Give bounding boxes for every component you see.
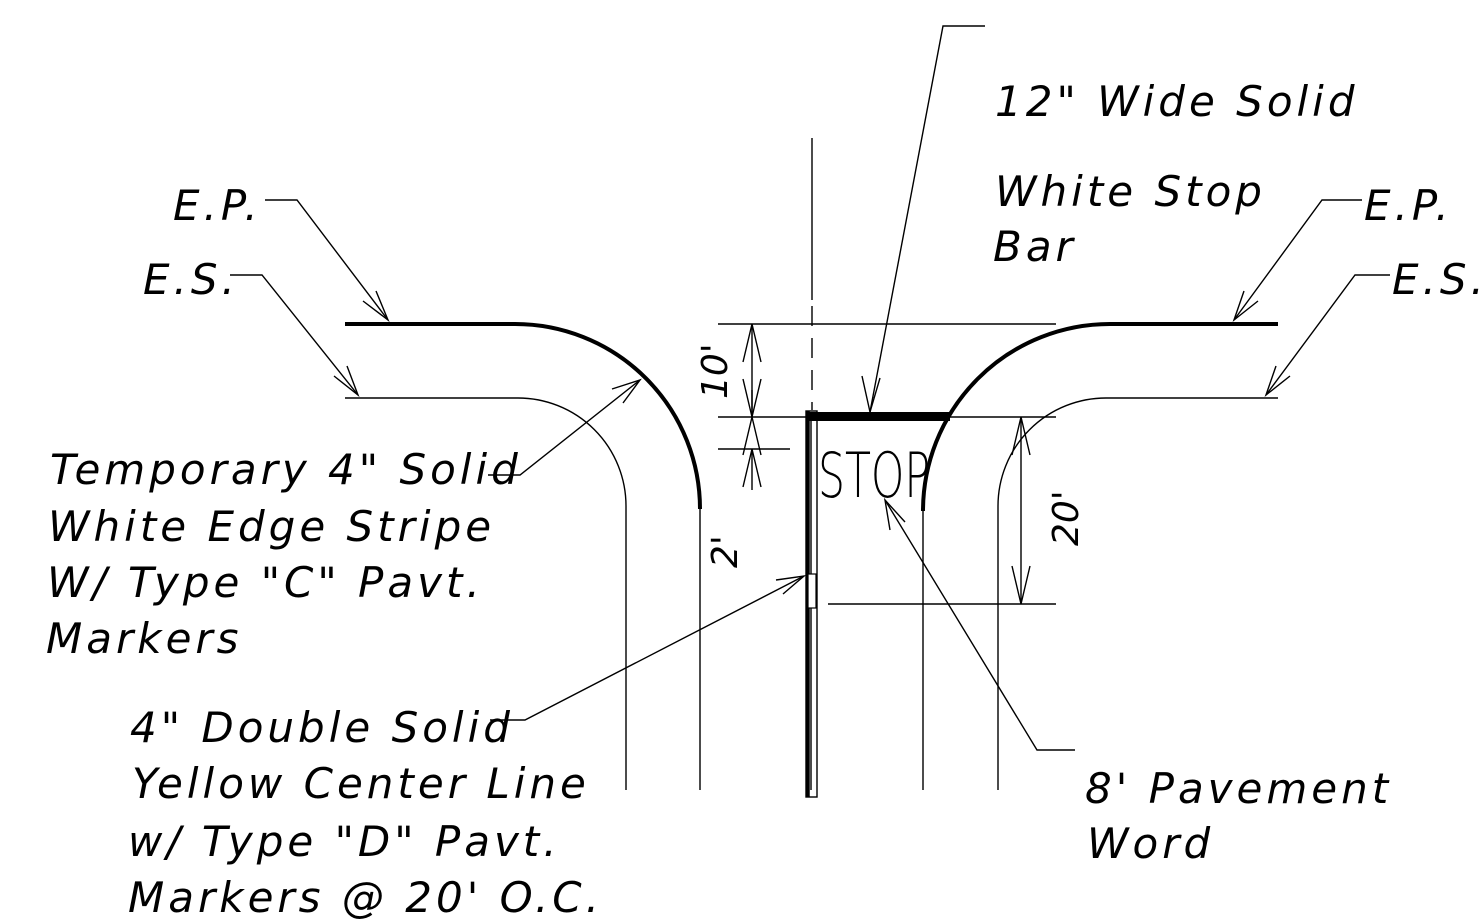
pavement-word-leader-arrow [883, 497, 906, 531]
ep-left-leader-arrow [362, 290, 390, 323]
ep-right-label: E.P. [1364, 181, 1453, 230]
center-line-leader-arrow [775, 574, 807, 595]
dimension-10ft-label: 10' [695, 343, 736, 399]
center-line-marker [807, 573, 817, 609]
center-line-label-line4: Markers @ 20' O.C. [128, 873, 603, 922]
center-line-leader [490, 575, 805, 721]
stop-bar-leader [869, 25, 985, 413]
stop-bar-label-line2: White Stop [995, 167, 1266, 216]
stop-pavement-word: STOP [818, 439, 930, 512]
left-edge-of-shoulder [345, 397, 627, 790]
right-edge-of-shoulder [997, 397, 1278, 790]
es-right-leader-arrow [1264, 365, 1291, 398]
left-edge-of-pavement [345, 322, 702, 510]
ep-right-leader-arrow [1232, 290, 1259, 323]
dimension-2ft-label: 2' [705, 535, 746, 568]
es-right-leader [1265, 274, 1390, 396]
stop-bar-label-line3: Bar [993, 222, 1077, 271]
edge-stripe-label-line4: Markers [46, 614, 243, 663]
ep-left-leader [265, 199, 389, 321]
edge-stripe-leader [488, 379, 641, 476]
pavement-word-label-line2: Word [1087, 819, 1214, 868]
dimension-arrow-20ft-bottom [1011, 565, 1031, 605]
center-line-label-line1: 4" Double Solid [130, 703, 514, 752]
edge-stripe-leader-arrow [611, 378, 642, 404]
center-line-label-line2: Yellow Center Line [132, 759, 590, 808]
dimension-arrow-2ft-top [742, 416, 762, 456]
edge-stripe-label-line2: White Edge Stripe [48, 502, 495, 551]
center-line-label-line3: w/ Type "D" Pavt. [128, 817, 561, 866]
es-left-leader-arrow [333, 365, 360, 398]
es-right-label: E.S. [1392, 255, 1480, 304]
es-left-leader [230, 274, 359, 396]
stop-bar-leader-arrow [861, 375, 881, 413]
stop-bar-label-line1: 12" Wide Solid [995, 77, 1359, 126]
es-left-label: E.S. [143, 255, 239, 304]
edge-stripe-label-line1: Temporary 4" Solid [50, 445, 522, 494]
ep-left-label: E.P. [173, 181, 262, 230]
dimension-arrow-20ft-top [1011, 416, 1031, 456]
ep-right-leader [1233, 199, 1362, 321]
dimension-arrow-10ft-top [742, 323, 762, 363]
pavement-word-leader [884, 499, 1075, 751]
edge-stripe-label-line3: W/ Type "C" Pavt. [47, 558, 484, 607]
dimension-arrow-2ft-bottom [742, 448, 762, 488]
pavement-word-label-line1: 8' Pavement [1085, 764, 1392, 813]
dimension-20ft-label: 20' [1046, 490, 1087, 546]
right-edge-of-pavement [921, 322, 1278, 512]
